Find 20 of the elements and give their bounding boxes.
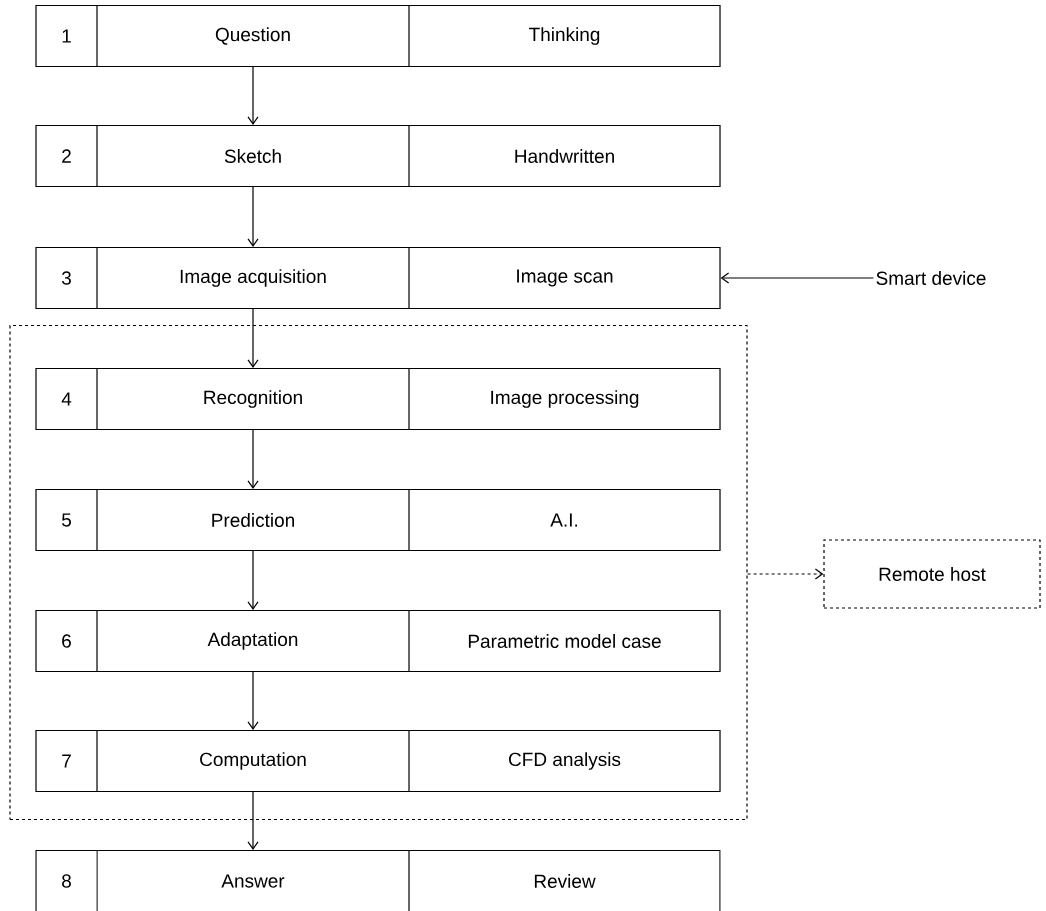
host-box: Remote host [823,539,1041,609]
step-row: 6 Adaptation Parametric model case [35,609,721,673]
step-row: 8 Answer Review [35,849,721,911]
arrow [747,568,824,580]
arrow [247,550,259,610]
arrow [247,308,259,368]
step-row: 2 Sketch Handwritten [35,124,721,188]
step-row: 4 Recognition Image processing [35,367,721,431]
arrow [247,186,259,247]
arrow [720,272,874,284]
step-row: 7 Computation CFD analysis [35,729,721,793]
arrow [247,671,259,730]
device-label: Smart device [876,271,986,285]
arrow [247,66,259,125]
arrow [247,429,259,489]
step-row: 3 Image acquisition Image scan [35,246,721,310]
step-row: 1 Question Thinking [35,4,721,68]
dashed-group-box [9,324,748,821]
step-row: 5 Prediction A.I. [35,488,721,552]
arrow [247,791,259,850]
